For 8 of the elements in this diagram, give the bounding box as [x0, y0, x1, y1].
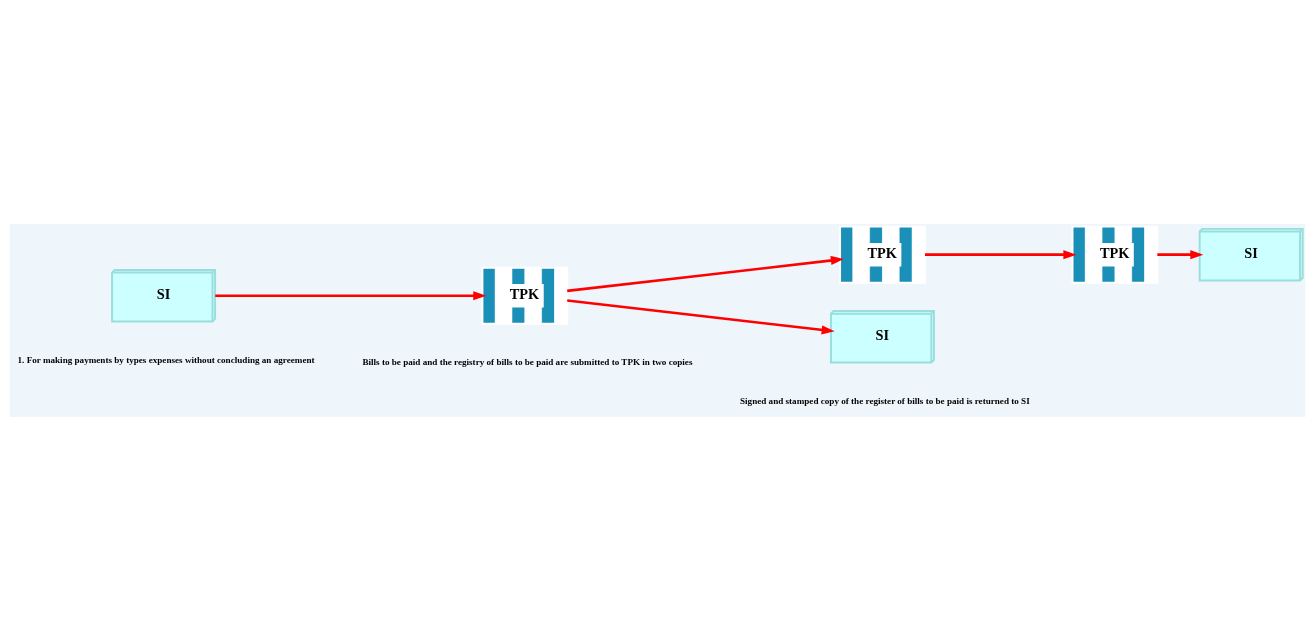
arrow [567, 299, 835, 335]
arrow [924, 250, 1077, 260]
node-label: Bills to be paid and the registry of bills to be paid are submitted to TPK in two copies [362, 357, 693, 368]
arrow [215, 291, 487, 301]
node-label: 1. For making payments by types expenses without concluding an agreement [17, 355, 315, 366]
arrow [567, 255, 844, 293]
node-label: Signed and stamped copy of the register of bills to be paid is returned to SI [739, 396, 1030, 407]
arrow [1157, 250, 1204, 260]
